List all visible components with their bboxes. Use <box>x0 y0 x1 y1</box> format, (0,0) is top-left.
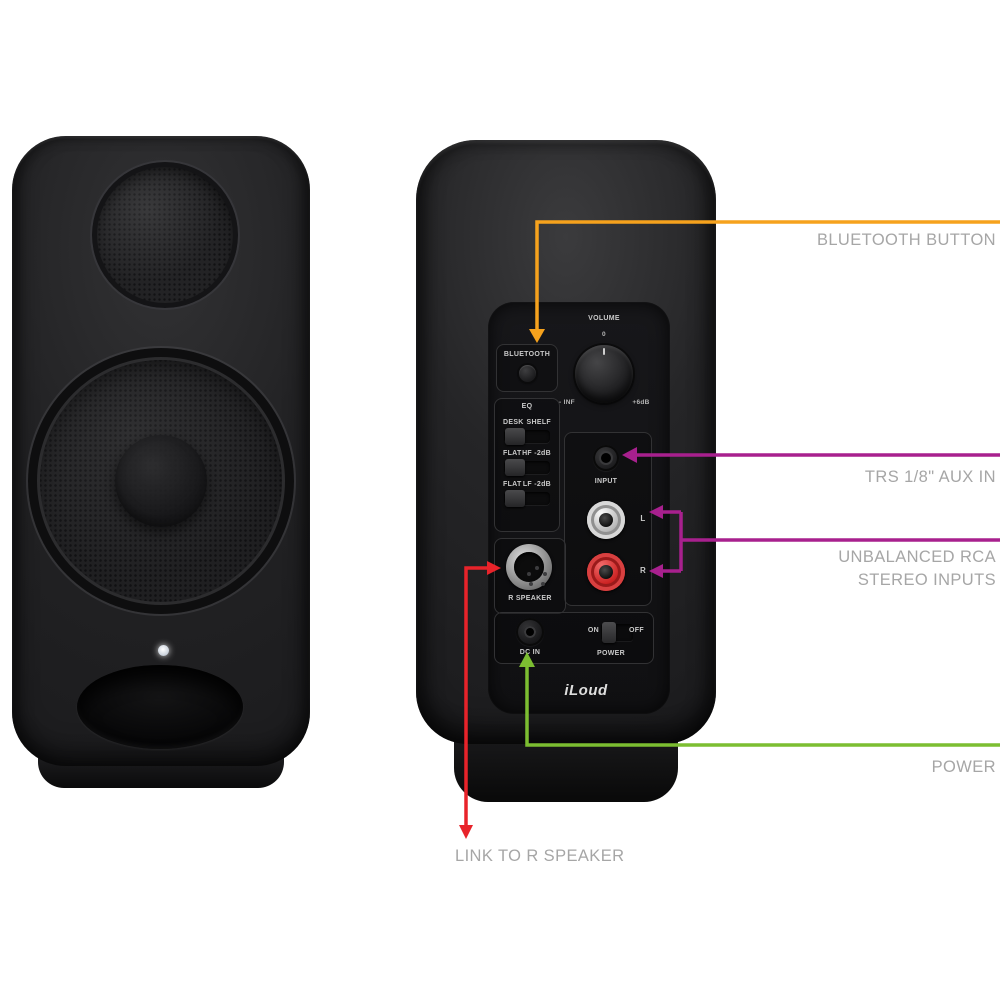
r-speaker-label: R SPEAKER <box>508 595 552 602</box>
back-speaker: BLUETOOTH VOLUME 0 - INF +6dB EQ DESK SH… <box>416 140 716 802</box>
eq-desk-shelf-switch <box>504 428 550 446</box>
input-section: INPUT L R <box>564 432 652 606</box>
dc-in-label: DC IN <box>519 649 541 656</box>
woofer <box>28 348 294 614</box>
volume-label: VOLUME <box>588 315 620 322</box>
volume-min-label: - INF <box>559 399 575 406</box>
dc-in-jack <box>516 618 544 646</box>
input-label: INPUT <box>594 478 618 485</box>
woofer-dust-cap <box>115 435 207 527</box>
rca-right-label: R <box>639 566 647 575</box>
eq-shelf-label: SHELF <box>526 419 551 427</box>
eq-hf-switch-knob <box>505 459 525 477</box>
eq-hf-flat-label: FLAT <box>503 450 522 458</box>
front-speaker <box>12 136 310 788</box>
r-speaker-connector <box>506 544 552 590</box>
annotation-rca-inputs: UNBALANCED RCA STEREO INPUTS <box>838 546 996 592</box>
power-label: POWER <box>597 650 625 657</box>
eq-section: EQ DESK SHELF FLAT HF -2dB <box>494 398 560 532</box>
r-speaker-section: R SPEAKER <box>494 538 566 614</box>
annotation-aux-in: TRS 1/8" AUX IN <box>864 468 996 486</box>
eq-row-hf: FLAT HF -2dB <box>503 450 551 458</box>
eq-hf-cut-label: HF -2dB <box>522 450 551 458</box>
volume-zero-mark: 0 <box>602 331 606 338</box>
r-speaker-connector-socket <box>514 552 544 582</box>
power-off-label: OFF <box>629 627 644 634</box>
aux-input-jack <box>593 445 619 471</box>
eq-desk-label: DESK <box>503 419 524 427</box>
bass-port <box>77 665 243 749</box>
back-panel: BLUETOOTH VOLUME 0 - INF +6dB EQ DESK SH… <box>488 302 670 714</box>
power-switch-knob <box>602 622 616 643</box>
eq-hf-switch <box>504 459 550 477</box>
eq-lf-cut-label: LF -2dB <box>522 481 551 489</box>
eq-lf-switch-knob <box>505 490 525 508</box>
back-speaker-body: BLUETOOTH VOLUME 0 - INF +6dB EQ DESK SH… <box>416 140 716 744</box>
annotation-power: POWER <box>931 758 996 776</box>
front-speaker-body <box>12 136 310 766</box>
annotation-rca-line1: UNBALANCED RCA <box>838 548 996 566</box>
power-switch <box>601 622 633 643</box>
r-speaker-connector-pins <box>535 566 539 570</box>
bluetooth-section: BLUETOOTH <box>496 344 558 392</box>
bluetooth-button <box>518 365 536 383</box>
status-led <box>158 645 169 656</box>
eq-lf-flat-label: FLAT <box>503 481 522 489</box>
eq-row-lf: FLAT LF -2dB <box>503 481 551 489</box>
bluetooth-label: BLUETOOTH <box>503 351 551 358</box>
brand-logo: iLoud <box>564 682 608 699</box>
rca-left-label: L <box>640 514 646 523</box>
link-callout-arrow-down <box>459 825 473 839</box>
rca-jack-left <box>587 501 625 539</box>
eq-desk-shelf-switch-knob <box>505 428 525 446</box>
eq-lf-switch <box>504 490 550 508</box>
annotation-bluetooth-button: BLUETOOTH BUTTON <box>816 231 996 249</box>
volume-knob <box>575 345 633 403</box>
tweeter <box>92 162 238 308</box>
volume-max-label: +6dB <box>632 399 650 406</box>
annotation-rca-line2: STEREO INPUTS <box>857 571 996 589</box>
eq-label: EQ <box>521 403 533 410</box>
annotation-link-r-speaker: LINK TO R SPEAKER <box>455 847 625 865</box>
power-section: DC IN ON OFF POWER <box>494 612 654 664</box>
power-on-label: ON <box>587 627 599 634</box>
rca-jack-right <box>587 553 625 591</box>
eq-row-desk-shelf: DESK SHELF <box>503 419 551 427</box>
